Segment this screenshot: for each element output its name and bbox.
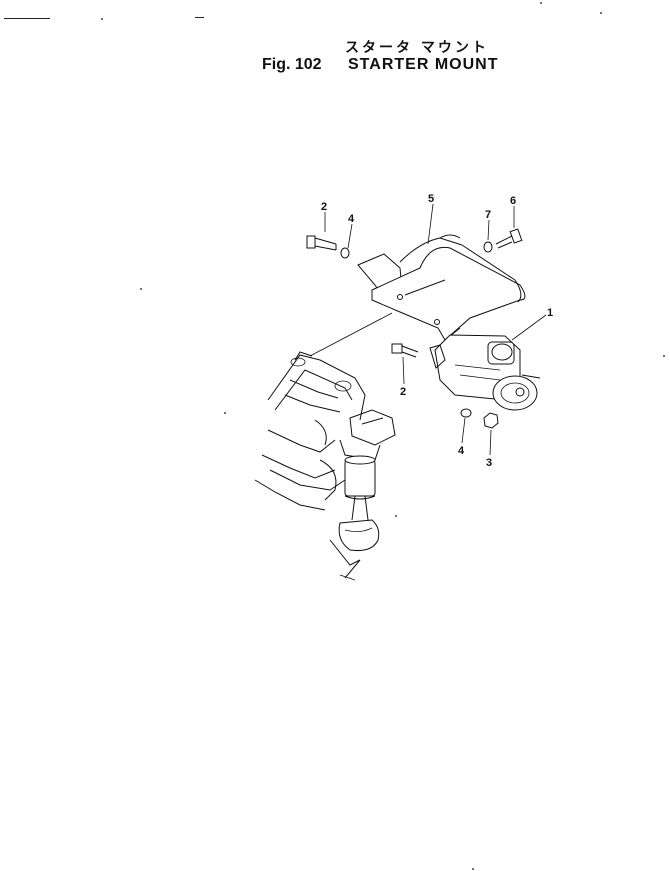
callout-3: 3: [486, 457, 492, 469]
scan-speck: [224, 412, 226, 414]
leader-bracket-engine: [309, 312, 393, 357]
bolt-part-2-bottom: [391, 343, 419, 358]
header-dash: [195, 17, 204, 18]
engine-block: [254, 351, 366, 581]
starter-bracket: [357, 234, 526, 341]
header-rule: [4, 18, 50, 19]
callout-6: 6: [510, 195, 516, 207]
figure-number: Fig. 102: [262, 56, 322, 73]
nut-part-3: [483, 412, 499, 429]
bolt-part-6: [495, 228, 523, 249]
callout-1: 1: [547, 307, 553, 319]
figure-title: STARTER MOUNT: [348, 56, 499, 73]
scan-speck: [600, 12, 602, 14]
scan-speck: [101, 18, 103, 20]
scan-speck: [663, 355, 665, 357]
washer-part-7: [483, 241, 493, 253]
washer-part-4-top: [340, 247, 350, 259]
scan-speck: [395, 515, 397, 517]
callout-2-top: 2: [321, 201, 327, 213]
bolt-part-2-top: [306, 235, 337, 251]
scan-speck: [540, 2, 542, 4]
callout-5: 5: [428, 193, 434, 205]
scan-speck: [140, 288, 142, 290]
starter-motor: [429, 334, 541, 411]
callout-4-top: 4: [348, 213, 355, 225]
callout-4-bottom: 4: [458, 445, 465, 457]
figure-title-japanese: スタータ マウント: [345, 40, 489, 56]
washer-part-4-bottom: [460, 408, 472, 418]
callout-2-bottom: 2: [400, 386, 406, 398]
leader-lines: [324, 203, 547, 456]
fuel-filter: [338, 409, 396, 551]
scan-speck: [472, 868, 474, 870]
callout-7: 7: [485, 209, 491, 221]
